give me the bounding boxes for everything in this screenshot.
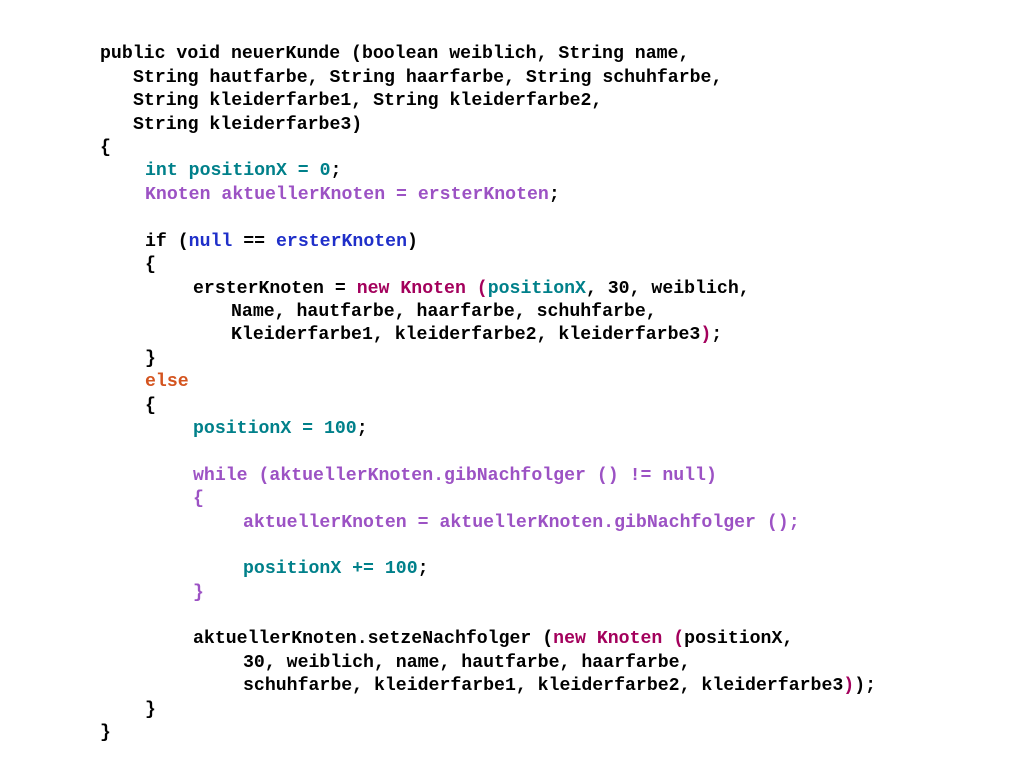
code-token: null xyxy=(188,232,233,252)
code-line: positionX = 100; xyxy=(193,418,368,441)
code-token: == xyxy=(232,232,277,252)
code-token: ); xyxy=(854,676,877,696)
code-token: ) xyxy=(700,325,712,345)
code-token: } xyxy=(100,723,111,743)
code-line: Knoten aktuellerKnoten = ersterKnoten; xyxy=(145,184,560,207)
code-token: new Knoten ( xyxy=(356,279,488,299)
code-token: positionX += 100 xyxy=(243,559,418,579)
code-line: } xyxy=(145,348,156,371)
code-line: } xyxy=(145,699,156,722)
code-token: schuhfarbe, kleiderfarbe1, kleiderfarbe2… xyxy=(243,676,844,696)
code-token: } xyxy=(193,583,204,603)
code-line: ersterKnoten = new Knoten (positionX, 30… xyxy=(193,278,750,301)
code-line: if (null == ersterKnoten) xyxy=(145,231,418,254)
code-line: { xyxy=(193,488,204,511)
code-line: Kleiderfarbe1, kleiderfarbe2, kleiderfar… xyxy=(231,324,722,347)
code-token: ersterKnoten = xyxy=(193,279,357,299)
code-line: else xyxy=(145,371,189,394)
code-token: ) xyxy=(843,676,855,696)
code-token: String kleiderfarbe3) xyxy=(133,115,363,135)
code-line: Name, hautfarbe, haarfarbe, schuhfarbe, xyxy=(231,301,657,324)
code-token: ; xyxy=(548,185,560,205)
code-token: Kleiderfarbe1, kleiderfarbe2, kleiderfar… xyxy=(231,325,701,345)
code-token: { xyxy=(145,396,156,416)
code-token: ersterKnoten xyxy=(276,232,407,252)
code-line: { xyxy=(145,395,156,418)
code-token: positionX = 100 xyxy=(193,419,357,439)
code-line: } xyxy=(100,722,111,745)
code-line: { xyxy=(100,137,111,160)
code-token: { xyxy=(193,489,204,509)
code-line: { xyxy=(145,254,156,277)
code-line: schuhfarbe, kleiderfarbe1, kleiderfarbe2… xyxy=(243,675,876,698)
code-token: ; xyxy=(356,419,368,439)
code-line: String kleiderfarbe3) xyxy=(133,114,362,137)
code-token: } xyxy=(145,349,156,369)
code-token: 30, weiblich, name, hautfarbe, haarfarbe… xyxy=(243,653,691,673)
code-token: else xyxy=(145,372,189,392)
code-line: String hautfarbe, String haarfarbe, Stri… xyxy=(133,67,722,90)
code-line: positionX += 100; xyxy=(243,558,429,581)
code-token: new Knoten ( xyxy=(553,629,685,649)
code-line: public void neuerKunde (boolean weiblich… xyxy=(100,43,689,66)
code-token: positionX xyxy=(487,279,586,299)
code-token: String kleiderfarbe1, String kleiderfarb… xyxy=(133,91,603,111)
code-token: ; xyxy=(417,559,429,579)
code-token: ; xyxy=(711,325,723,345)
code-token: positionX, xyxy=(684,629,794,649)
code-token: , 30, weiblich, xyxy=(585,279,750,299)
code-token: Knoten aktuellerKnoten = ersterKnoten xyxy=(145,185,549,205)
code-line: while (aktuellerKnoten.gibNachfolger () … xyxy=(193,465,717,488)
code-token: aktuellerKnoten = aktuellerKnoten.gibNac… xyxy=(243,513,800,533)
code-token: { xyxy=(100,138,111,158)
code-token: { xyxy=(145,255,156,275)
code-token: while (aktuellerKnoten.gibNachfolger () … xyxy=(193,466,717,486)
code-line: aktuellerKnoten.setzeNachfolger (new Kno… xyxy=(193,628,793,651)
code-token: aktuellerKnoten.setzeNachfolger ( xyxy=(193,629,554,649)
code-token: public void neuerKunde (boolean weiblich… xyxy=(100,44,690,64)
code-line: } xyxy=(193,582,204,605)
code-line: String kleiderfarbe1, String kleiderfarb… xyxy=(133,90,602,113)
code-token: String hautfarbe, String haarfarbe, Stri… xyxy=(133,68,723,88)
code-token: int positionX = 0 xyxy=(145,161,331,181)
code-token: if ( xyxy=(145,232,189,252)
code-token: Name, hautfarbe, haarfarbe, schuhfarbe, xyxy=(231,302,657,322)
code-token: ) xyxy=(407,232,418,252)
code-line: aktuellerKnoten = aktuellerKnoten.gibNac… xyxy=(243,512,800,535)
code-token: ; xyxy=(330,161,342,181)
code-line: int positionX = 0; xyxy=(145,160,341,183)
code-token: } xyxy=(145,700,156,720)
code-line: 30, weiblich, name, hautfarbe, haarfarbe… xyxy=(243,652,691,675)
